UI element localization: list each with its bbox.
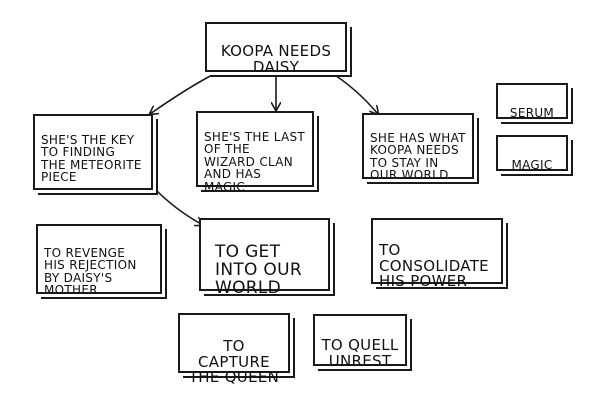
node-last-of-wizard-clan: SHE'S THE LAST OF THE WIZARD CLAN AND HA… bbox=[196, 111, 314, 193]
node-koopa-needs-daisy: KOOPA NEEDS DAISY bbox=[205, 22, 347, 74]
node-get-into-our-world: TO GET INTO OUR WORLD bbox=[199, 218, 330, 296]
node-magic: MAGIC bbox=[496, 135, 568, 171]
edge-koopa-to-key bbox=[150, 71, 219, 114]
edge-koopa-to-has-what bbox=[329, 71, 378, 114]
node-key-to-meteorite-label: SHE'S THE KEY TO FINDING THE METEORITE P… bbox=[41, 132, 142, 185]
node-quell-unrest: TO QUELL UNREST bbox=[313, 314, 407, 368]
node-get-into-our-world-label: TO GET INTO OUR WORLD bbox=[215, 241, 302, 298]
node-consolidate-power-label: TO CONSOLIDATE HIS POWER bbox=[379, 240, 489, 291]
node-serum: SERUM bbox=[496, 83, 568, 119]
edge-key-to-get-into-world bbox=[151, 185, 203, 225]
node-revenge-rejection: TO REVENGE HIS REJECTION BY DAISY'S MOTH… bbox=[36, 224, 162, 298]
node-consolidate-power: TO CONSOLIDATE HIS POWER bbox=[371, 218, 503, 289]
node-serum-label: SERUM bbox=[509, 105, 555, 120]
node-key-to-meteorite: SHE'S THE KEY TO FINDING THE METEORITE P… bbox=[33, 114, 153, 190]
node-quell-unrest-label: TO QUELL UNREST bbox=[321, 335, 399, 370]
node-koopa-needs-daisy-label: KOOPA NEEDS DAISY bbox=[220, 41, 332, 76]
node-capture-queen: TO CAPTURE THE QUEEN bbox=[178, 313, 290, 385]
node-capture-queen-label: TO CAPTURE THE QUEEN bbox=[188, 336, 280, 387]
node-last-of-wizard-clan-label: SHE'S THE LAST OF THE WIZARD CLAN AND HA… bbox=[204, 129, 306, 194]
node-has-what-koopa-needs: SHE HAS WHAT KOOPA NEEDS TO STAY IN OUR … bbox=[362, 113, 474, 183]
node-revenge-rejection-label: TO REVENGE HIS REJECTION BY DAISY'S MOTH… bbox=[44, 245, 137, 298]
node-magic-label: MAGIC bbox=[511, 157, 553, 172]
node-has-what-koopa-needs-label: SHE HAS WHAT KOOPA NEEDS TO STAY IN OUR … bbox=[370, 130, 466, 183]
